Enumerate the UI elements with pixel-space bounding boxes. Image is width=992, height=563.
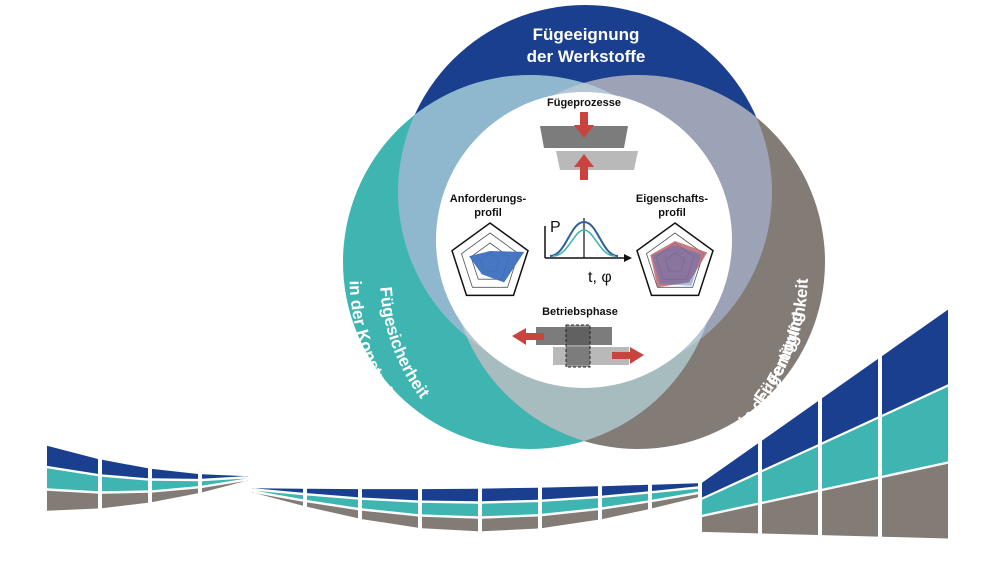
ribbon-band <box>47 309 948 539</box>
ribbon-tile <box>652 488 698 500</box>
ribbon-tile <box>882 386 948 476</box>
ribbon-tile <box>307 502 358 519</box>
label-eigenschaftsprofil-line1: Eigenschafts- <box>636 193 708 205</box>
radar-profile-shape <box>650 241 708 288</box>
ribbon-tile <box>152 468 198 479</box>
label-axis: t, φ <box>588 269 612 286</box>
ribbon-tile <box>652 483 698 491</box>
ribbon-tile <box>307 488 358 498</box>
ribbon-tile <box>202 474 248 479</box>
requirement-radar-icon <box>451 222 529 297</box>
ribbon-tile <box>822 358 878 443</box>
ribbon-tile <box>152 488 198 503</box>
ribbon-tile <box>102 492 148 509</box>
property-radar-icon <box>636 222 714 297</box>
label-fuegeprozesse: Fügeprozesse <box>547 97 621 109</box>
ribbon-tile <box>762 492 818 535</box>
ribbon-tile <box>482 502 538 517</box>
ribbon-tile <box>202 478 248 486</box>
ribbon-tile <box>762 401 818 470</box>
ribbon-tile <box>362 510 418 528</box>
ribbon-tile <box>47 445 98 474</box>
ribbon-tile <box>702 474 758 515</box>
ribbon-tile <box>482 516 538 532</box>
radar-profile-shape <box>469 251 525 283</box>
ribbon-tile <box>882 309 948 415</box>
ribbon-tile <box>542 498 598 514</box>
label-probability: P <box>550 219 561 236</box>
ribbon-tile <box>152 480 198 491</box>
ribbon-tile <box>882 463 948 539</box>
shear-arrows-icon <box>512 324 644 368</box>
ribbon-tile <box>47 490 98 511</box>
ribbon-tile <box>602 493 648 508</box>
ribbon-tile <box>102 476 148 492</box>
ribbon-tile <box>307 495 358 508</box>
ribbon-tile <box>822 418 878 489</box>
ribbon-tile <box>762 446 818 502</box>
ribbon-tile <box>102 459 148 479</box>
bell-curve-icon <box>544 218 632 262</box>
ribbon-tile <box>252 490 303 500</box>
ribbon-tile <box>362 499 418 515</box>
ribbon-tile <box>822 479 878 537</box>
ribbon-tile <box>202 480 248 493</box>
ribbon-tile <box>422 488 478 502</box>
ribbon-tile <box>602 484 648 496</box>
ribbon-tile <box>422 502 478 517</box>
label-betriebsphase: Betriebsphase <box>542 306 618 318</box>
ribbon-tile <box>602 502 648 520</box>
ribbon-tile <box>422 516 478 532</box>
radar-inner-ring <box>461 232 519 288</box>
ribbon-tile <box>252 488 303 493</box>
label-eigenschaftsprofil-line2: profil <box>658 207 686 219</box>
title-werkstoffe-line1: Fügeeignung <box>533 25 640 44</box>
ribbon-tile <box>252 492 303 506</box>
label-anforderungsprofil-line1: Anforderungs- <box>450 193 527 205</box>
title-werkstoffe-line2: der Werkstoffe <box>527 47 646 66</box>
ribbon-tile <box>482 487 538 502</box>
ribbon-tile <box>702 505 758 534</box>
ribbon-tile <box>542 510 598 529</box>
radar-profile-shape <box>652 245 702 286</box>
pressing-arrows-icon <box>540 112 638 180</box>
ribbon-tile <box>652 494 698 509</box>
ribbon-tile <box>542 486 598 500</box>
label-anforderungsprofil-line2: profil <box>474 207 502 219</box>
ribbon-tile <box>362 489 418 501</box>
ribbon-tile <box>47 468 98 492</box>
ribbon-tile <box>702 443 758 498</box>
